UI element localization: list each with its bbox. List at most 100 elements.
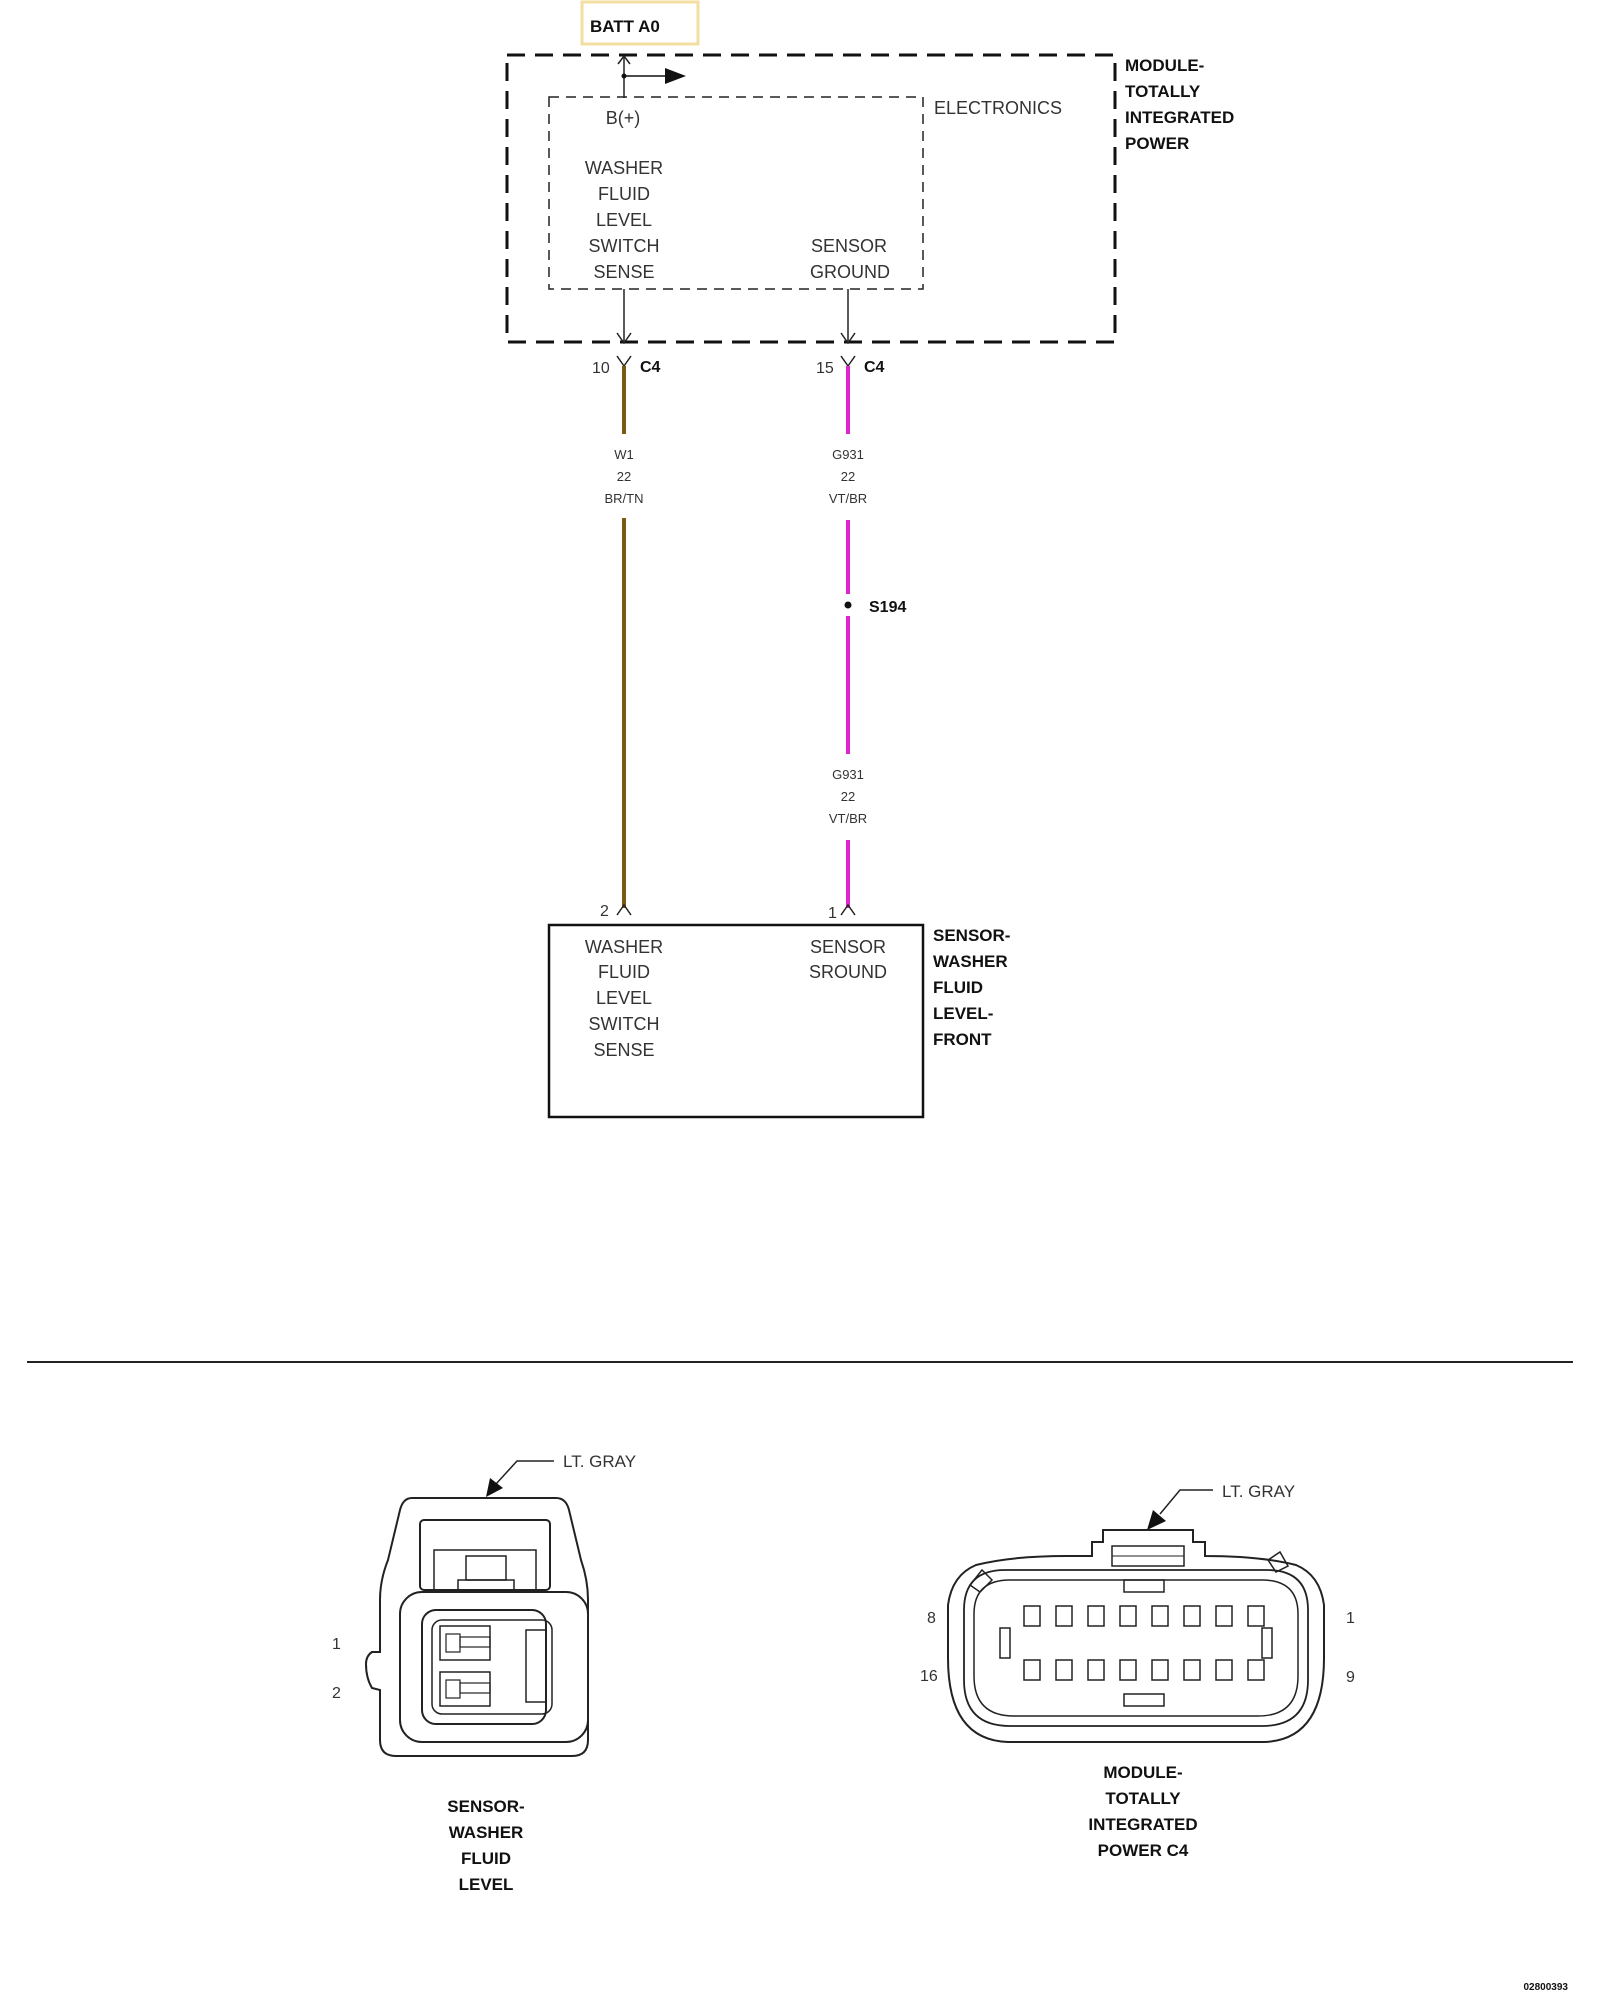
function-line: SENSE [593,262,654,282]
wire-id: W1 [614,447,634,462]
splice-dot-icon [844,601,852,609]
callout-arrow-icon [486,1478,503,1497]
sensor-name-label: SENSOR- WASHER FLUID LEVEL- FRONT [933,926,1010,1049]
pin-cavity [1215,1605,1233,1627]
module-right-lead [840,289,856,345]
pin-number: 2 [600,903,609,920]
module-name-line: POWER [1125,134,1189,153]
function-line: SENSE [593,1040,654,1060]
pin-cavity [1183,1605,1201,1627]
pin-label: 16 [920,1668,938,1685]
batt-label: BATT A0 [590,17,660,36]
function-line: LEVEL [596,988,652,1008]
sensor-pin-1[interactable]: 1 [828,903,856,922]
module-pin-10[interactable]: 10 C4 [592,355,661,377]
caption-line: LEVEL [459,1875,514,1894]
function-line: SROUND [809,962,887,982]
sensor-name-line: LEVEL- [933,1004,993,1023]
module-left-function: WASHER FLUID LEVEL SWITCH SENSE [585,158,663,282]
pin-cavity [1023,1659,1041,1681]
caption-line: MODULE- [1103,1763,1182,1782]
module-pin-15[interactable]: 15 C4 [816,355,885,377]
function-line: GROUND [810,262,890,282]
wire-gauge: 22 [617,469,631,484]
sensor-name-line: SENSOR- [933,926,1010,945]
sensor-left-function: WASHER FLUID LEVEL SWITCH SENSE [585,937,663,1060]
wire-color: VT/BR [829,491,867,506]
splice-s194[interactable]: S194 [842,594,906,616]
module-left-lead [616,289,632,345]
module-right-function: SENSOR GROUND [810,236,890,282]
function-line: LEVEL [596,210,652,230]
function-line: WASHER [585,158,663,178]
wire-color: BR/TN [605,491,644,506]
pin-cavity [439,1671,491,1707]
function-line: SWITCH [589,236,660,256]
pin-cavity [1087,1659,1105,1681]
caption-line: SENSOR- [447,1797,524,1816]
pin-number: 1 [828,905,837,922]
pin-cavity [1151,1605,1169,1627]
pin-cavity [1055,1605,1073,1627]
caption-line: POWER C4 [1098,1841,1189,1860]
sensor-connector-view[interactable]: LT. GRAY 1 2 SENSOR- WASHER FLUID LEVEL [332,1452,636,1894]
wire-id: G931 [832,767,864,782]
pin-number: 15 [816,360,834,377]
connector-pin-icon [616,355,632,368]
function-line: SENSOR [811,236,887,256]
function-line: SENSOR [810,937,886,957]
pin-cavity [1119,1605,1137,1627]
pin-label: 2 [332,1685,341,1702]
caption-line: INTEGRATED [1088,1815,1197,1834]
module-name-line: INTEGRATED [1125,108,1234,127]
drawing-id: 02800393 [1524,1982,1569,1993]
batt-box-border [580,0,700,46]
function-line: FLUID [598,962,650,982]
sensor-name-line: WASHER [933,952,1008,971]
color-callout: LT. GRAY [1222,1482,1295,1501]
pin-cavity [1151,1659,1169,1681]
pin-cavity [1247,1659,1265,1681]
function-line: WASHER [585,937,663,957]
wire-g931[interactable]: G931 22 VT/BR G931 22 VT/BR [829,366,867,908]
wire-w1[interactable]: W1 22 BR/TN [605,366,644,908]
bplus-feed [617,54,686,98]
module-name-line: TOTALLY [1125,82,1201,101]
pin-cavity [1087,1605,1105,1627]
pin-cavity [1247,1605,1265,1627]
module-name-label: MODULE- TOTALLY INTEGRATED POWER [1125,56,1234,153]
wire-gauge: 22 [841,789,855,804]
color-callout: LT. GRAY [563,1452,636,1471]
wire-id: G931 [832,447,864,462]
wire-color: VT/BR [829,811,867,826]
splice-id: S194 [869,599,906,616]
sensor-outline [547,923,925,1119]
pin-cavity [1119,1659,1137,1681]
module-name-line: MODULE- [1125,56,1204,75]
wire-gauge: 22 [841,469,855,484]
bplus-label: B(+) [606,108,641,128]
function-line: FLUID [598,184,650,204]
function-line: SWITCH [589,1014,660,1034]
connector-pin-icon [840,903,856,916]
batt-a0-box[interactable]: BATT A0 [580,0,700,46]
connector-pin-icon [840,355,856,368]
module-connector-view[interactable]: LT. GRAY 8 1 16 9 MODULE- [920,1482,1355,1860]
caption-line: FLUID [461,1849,511,1868]
connector-id: C4 [864,359,885,376]
arrow-down-icon [840,332,856,345]
callout-arrow-icon [1147,1510,1166,1530]
pin-cavity [439,1625,491,1661]
caption-line: WASHER [449,1823,524,1842]
sensor-right-function: SENSOR SROUND [809,937,887,982]
pin-label: 8 [927,1610,936,1627]
connector-pin-icon [616,903,632,916]
arrow-right-icon [665,68,686,84]
electronics-outline [548,96,924,290]
pin-label: 1 [1346,1610,1355,1627]
arrow-down-icon [616,332,632,345]
caption-line: TOTALLY [1105,1789,1181,1808]
pin-label: 9 [1346,1669,1355,1686]
connector-id: C4 [640,359,661,376]
sensor-pin-2[interactable]: 2 [600,903,632,920]
